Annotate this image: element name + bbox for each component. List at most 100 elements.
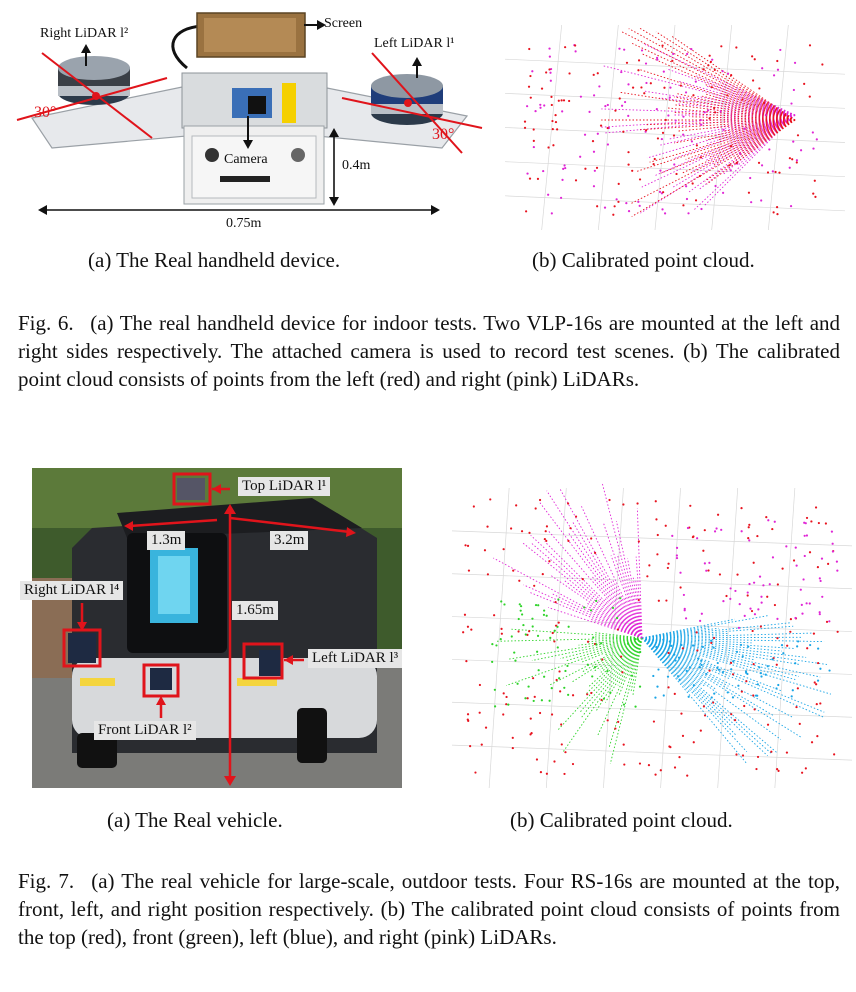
top-lidar-point <box>526 697 529 700</box>
front-lidar-point <box>510 635 513 638</box>
fig6-caption: Fig. 6. (a) The real handheld device for… <box>18 309 840 393</box>
left-lidar-scan-line <box>706 119 796 185</box>
top-lidar-point <box>748 523 751 526</box>
right-lidar-point <box>627 114 630 118</box>
left-lidar-scan-line <box>703 83 796 121</box>
left-lidar-point <box>759 672 762 675</box>
front-lidar-point <box>500 600 503 603</box>
top-lidar-point <box>827 562 830 565</box>
right-lidar-point <box>748 539 751 542</box>
top-lidar-point <box>518 579 521 582</box>
top-lidar-point <box>515 504 518 507</box>
screen-label: Screen <box>324 16 363 31</box>
left-lidar-point <box>713 106 716 110</box>
top-lidar-point <box>533 695 536 698</box>
front-lidar-point <box>519 605 523 608</box>
right-lidar-point <box>713 530 717 533</box>
right-lidar-point <box>596 132 599 135</box>
right-lidar-point <box>638 204 641 207</box>
right-lidar-point <box>805 602 808 605</box>
top-lidar-point <box>702 549 705 552</box>
right-lidar-scan-line <box>642 42 796 116</box>
right-lidar-point <box>579 95 583 98</box>
right-lidar-point <box>656 58 659 61</box>
left-lidar-point <box>656 685 659 688</box>
right-lidar-point <box>749 176 752 180</box>
top-lidar-point <box>539 771 543 774</box>
front-lidar-point <box>503 603 506 606</box>
right-lidar-point <box>818 577 821 580</box>
front-lidar-point <box>634 637 637 641</box>
front-lidar-point <box>556 625 559 628</box>
right-lidar-point <box>801 612 804 615</box>
front-lidar-point <box>557 598 560 601</box>
right-lidar-point <box>792 140 795 143</box>
top-lidar-point <box>528 630 531 633</box>
top-lidar-point <box>483 549 487 552</box>
left-lidar-point <box>791 689 794 692</box>
left-lidar-point <box>751 55 754 58</box>
left-lidar-point <box>808 95 811 98</box>
top-lidar-point <box>590 537 593 540</box>
left-lidar-scan-line <box>641 637 748 753</box>
front-lidar-point <box>553 629 556 632</box>
right-lidar-point <box>711 58 714 61</box>
left-lidar-point <box>523 120 527 123</box>
front-lidar-point <box>545 614 548 617</box>
top-lidar-point <box>551 631 554 635</box>
right-lidar-point <box>549 71 552 74</box>
top-lidar-point <box>531 677 535 680</box>
left-lidar-point <box>716 661 719 665</box>
front-lidar-point <box>591 675 594 678</box>
top-lidar-point <box>590 691 593 695</box>
top-lidar-point <box>759 625 762 628</box>
left-lidar-point <box>638 178 642 181</box>
left-lidar-point <box>529 96 532 99</box>
top-lidar-point <box>637 598 640 602</box>
fig7a-vehicle-photo: Top LiDAR l¹ Right LiDAR l⁴ Left LiDAR l… <box>20 468 403 788</box>
left-lidar-point <box>796 645 799 648</box>
right-lidar-point <box>620 104 624 107</box>
left-lidar-point <box>568 72 571 75</box>
top-lidar-point <box>678 756 681 759</box>
left-lidar-point <box>808 44 812 47</box>
right-lidar-point <box>606 143 610 146</box>
left-lidar-scan-line <box>641 637 782 692</box>
left-lidar-point <box>828 669 831 672</box>
top-lidar-point <box>667 562 670 565</box>
left-lidar-point <box>528 177 532 180</box>
right-lidar-point <box>776 68 780 71</box>
right-lidar-scan-line <box>567 531 643 639</box>
top-lidar-point <box>736 573 739 576</box>
left-lidar-point <box>670 644 673 647</box>
right-lidar-point <box>685 185 688 188</box>
top-lidar-point <box>545 539 548 542</box>
right-lidar-scan-line <box>708 109 796 116</box>
left-lidar-scan-line <box>674 104 796 121</box>
front-lidar-point <box>531 617 534 620</box>
left-lidar-point <box>790 695 793 698</box>
left-lidar-point <box>728 164 731 167</box>
top-lidar-point <box>817 661 820 665</box>
top-lidar-point <box>817 521 820 525</box>
left-lidar-scan-line <box>718 119 796 141</box>
front-lidar-point <box>536 650 539 653</box>
top-lidar-point <box>462 631 465 634</box>
right-lidar-scan-line <box>676 103 796 116</box>
top-lidar-point <box>470 628 473 631</box>
left-lidar-scan-line <box>641 632 813 639</box>
left-lidar-scan-line <box>641 637 702 687</box>
top-lidar-point <box>789 618 792 621</box>
left-lidar-point <box>760 675 763 678</box>
left-lidar-scan-line <box>723 119 796 132</box>
top-lidar-point <box>789 630 792 633</box>
top-lidar-point <box>510 527 513 530</box>
left-lidar-point <box>652 674 655 678</box>
left-lidar-point <box>564 46 567 49</box>
right-lidar-point <box>805 534 809 537</box>
right-lidar-scan-line <box>559 488 643 639</box>
left-lidar-scan-line <box>641 625 794 639</box>
front-lidar-point <box>595 599 598 603</box>
front-lidar-label: Front LiDAR l² <box>94 721 196 740</box>
right-lidar-point <box>682 115 685 118</box>
